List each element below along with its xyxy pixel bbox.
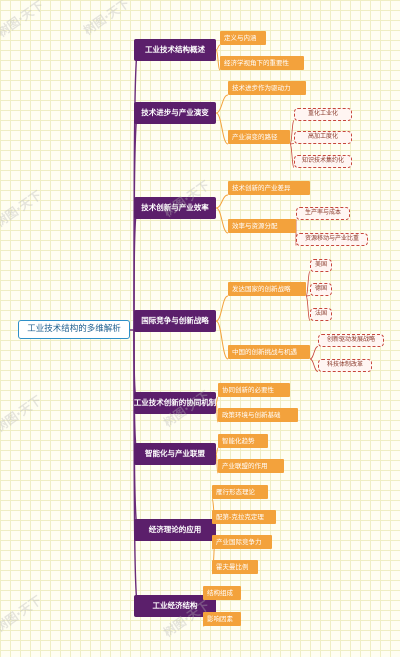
leaf-topic[interactable]: 知识技术集约化 (294, 154, 352, 168)
subtopic[interactable]: 效率与资源分配 (228, 219, 296, 233)
branch-topic[interactable]: 技术创新与产业效率 (134, 197, 216, 219)
leaf-topic[interactable]: 资源移动与产业比重 (296, 232, 368, 246)
leaf-topic[interactable]: 美国 (310, 258, 332, 272)
connector-line (215, 402, 219, 423)
branch-topic[interactable]: 工业技术结构概述 (134, 39, 216, 61)
connector-line (215, 207, 229, 234)
subtopic[interactable]: 中国的创新挑战与机遇 (228, 345, 310, 359)
subtopic[interactable]: 协同创新的必要性 (218, 383, 290, 397)
subtopic[interactable]: 产业演变的路径 (228, 130, 290, 144)
subtopic[interactable]: 配第-克拉克定理 (212, 510, 276, 524)
subtopic[interactable]: 产业国际竞争力 (212, 535, 272, 549)
subtopic[interactable]: 智能化趋势 (218, 434, 268, 448)
root-topic[interactable]: 工业技术结构的多维解析 (18, 320, 130, 339)
leaf-topic[interactable]: 高加工度化 (294, 130, 352, 144)
branch-topic[interactable]: 工业技术创新的协同机制 (134, 392, 216, 414)
subtopic[interactable]: 发达国家的创新战略 (228, 282, 306, 296)
connector-line (309, 358, 319, 372)
leaf-topic[interactable]: 法国 (310, 307, 332, 321)
branch-topic[interactable]: 智能化与产业联盟 (134, 443, 216, 465)
subtopic[interactable]: 经济学视角下的重要性 (220, 56, 304, 70)
leaf-topic[interactable]: 重化工业化 (294, 107, 352, 121)
leaf-topic[interactable]: 德国 (310, 282, 332, 296)
subtopic[interactable]: 雁行形态理论 (212, 485, 268, 499)
subtopic[interactable]: 结构组成 (203, 586, 241, 600)
connector-line (309, 346, 319, 360)
subtopic[interactable]: 定义与内涵 (220, 31, 266, 45)
subtopic[interactable]: 技术创新的产业差异 (228, 181, 310, 195)
connector-line (215, 112, 229, 145)
subtopic[interactable]: 产业联盟的作用 (218, 459, 284, 473)
connector-line (215, 295, 229, 322)
connector-line (305, 295, 311, 321)
connector-line (305, 271, 311, 297)
leaf-topic[interactable]: 创新驱动发展战略 (318, 333, 384, 347)
branch-topic[interactable]: 工业经济结构 (134, 595, 216, 617)
branch-topic[interactable]: 经济理论的应用 (134, 519, 216, 541)
branch-topic[interactable]: 国际竞争与创新战略 (134, 310, 216, 332)
subtopic[interactable]: 霍夫曼比例 (212, 560, 258, 574)
leaf-topic[interactable]: 科技体制改革 (318, 358, 372, 372)
connector-line (215, 194, 229, 209)
connector-line (289, 120, 295, 145)
connector-line (215, 320, 229, 360)
subtopic[interactable]: 政策环境与创新基础 (218, 408, 298, 422)
subtopic[interactable]: 影响因素 (203, 612, 241, 626)
connector-line (215, 453, 219, 474)
connector-line (215, 94, 229, 114)
connector-line (215, 49, 221, 71)
subtopic[interactable]: 技术进步作为驱动力 (228, 81, 306, 95)
leaf-topic[interactable]: 生产率与成本 (296, 206, 350, 220)
connector-line (289, 143, 295, 168)
branch-topic[interactable]: 技术进步与产业演变 (134, 102, 216, 124)
